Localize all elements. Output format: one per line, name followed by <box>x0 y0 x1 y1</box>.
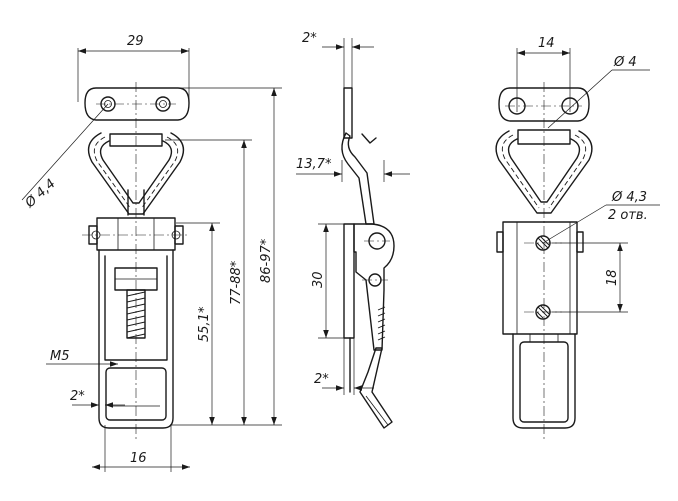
back-body-plate <box>502 221 578 335</box>
side-handle <box>359 347 393 429</box>
dim-wall-front: 2* <box>70 389 85 404</box>
back-wire-loop-outer <box>495 130 593 214</box>
back-view <box>495 82 593 440</box>
side-lever-block <box>353 223 395 351</box>
dim-hole-count: 2 отв. <box>608 208 648 223</box>
dim-height-mid: 77-88* <box>229 260 244 305</box>
side-thread-hatch <box>377 306 386 341</box>
dim-width-bottom: 16 <box>130 451 147 466</box>
dim-height-plate: 30 <box>311 271 326 288</box>
side-view <box>341 87 395 429</box>
dim-thickness-bottom: 2* <box>314 372 329 387</box>
front-lever-body <box>98 249 174 429</box>
front-top-plate <box>84 87 190 121</box>
dim-width-top: 29 <box>127 34 144 49</box>
back-lever-body <box>512 333 576 429</box>
dim-thickness-top: 2* <box>302 31 317 46</box>
front-hinge-bar <box>109 133 163 147</box>
dim-height-pivot: 55,1* <box>197 306 212 342</box>
front-wire-loop-inner <box>99 140 173 204</box>
dim-height-total: 86-97* <box>259 238 274 283</box>
dim-offset: 13,7* <box>296 157 332 172</box>
dim-hole-diameter-top: Ø 4 <box>613 55 637 70</box>
dim-mount-spacing: 18 <box>605 269 620 286</box>
back-top-plate <box>498 87 590 122</box>
dim-hole-diameter-mount: Ø 4,3 <box>611 190 647 205</box>
side-top-plate <box>343 87 353 139</box>
back-hinge-bar <box>517 129 571 145</box>
side-wire-loop <box>341 132 375 225</box>
dim-thread-size: M5 <box>50 349 70 364</box>
front-wire-loop-outer <box>87 132 185 215</box>
back-lever-handle <box>519 341 569 423</box>
front-view <box>82 82 190 440</box>
back-wire-loop-inner <box>507 138 581 203</box>
front-lever-handle <box>105 367 167 421</box>
side-base-plate <box>343 223 355 339</box>
side-dimensions: 2* 13,7* 30 2* <box>296 31 410 395</box>
front-thread-hatch <box>126 291 146 339</box>
dim-hole-spacing: 14 <box>538 36 555 51</box>
back-dimensions: 14 Ø 4 Ø 4,3 2 отв. 18 <box>516 36 660 313</box>
